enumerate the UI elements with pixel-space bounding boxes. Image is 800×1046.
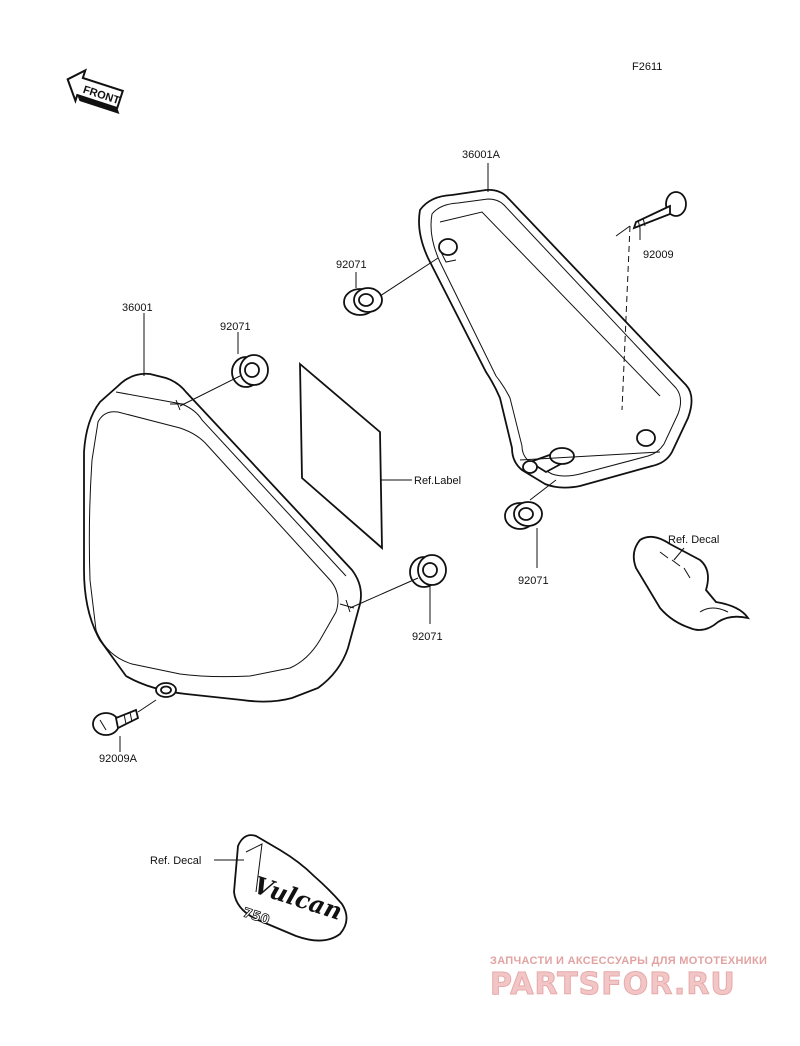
label-92071-d: 92071 (412, 631, 443, 643)
ref-label-sticker (299, 362, 383, 551)
vulcan-emblem: Vulcan 750 (233, 834, 348, 942)
bolt-92009 (632, 191, 687, 230)
figure-code: F2611 (632, 61, 662, 73)
side-cover-right (418, 189, 693, 489)
ref-decal-left-text: Ref. Decal (150, 855, 201, 867)
front-arrow-icon: FRONT (66, 68, 125, 115)
label-36001A: 36001A (462, 149, 501, 161)
label-92071-a: 92071 (336, 259, 367, 271)
bolt-92009A (92, 708, 140, 736)
watermark-logo: PARTSFOR.RU (490, 967, 736, 1002)
ref-decal-right-text: Ref. Decal (668, 534, 719, 546)
label-92071-c: 92071 (518, 575, 549, 587)
label-92009A: 92009A (99, 753, 138, 765)
decal-right (632, 535, 750, 631)
grommet-upper-right (343, 287, 383, 316)
label-36001: 36001 (122, 302, 153, 314)
grommet-lower-middle (409, 554, 447, 588)
label-92009: 92009 (643, 249, 674, 261)
side-cover-left (83, 372, 362, 703)
ref-label-text: Ref.Label (414, 475, 461, 487)
grommet-lower-right (504, 501, 543, 530)
label-92071-b: 92071 (220, 321, 251, 333)
grommet-upper-left (231, 354, 269, 388)
watermark-tagline: ЗАПЧАСТИ И АКСЕССУАРЫ ДЛЯ МОТОТЕХНИКИ (490, 955, 767, 967)
